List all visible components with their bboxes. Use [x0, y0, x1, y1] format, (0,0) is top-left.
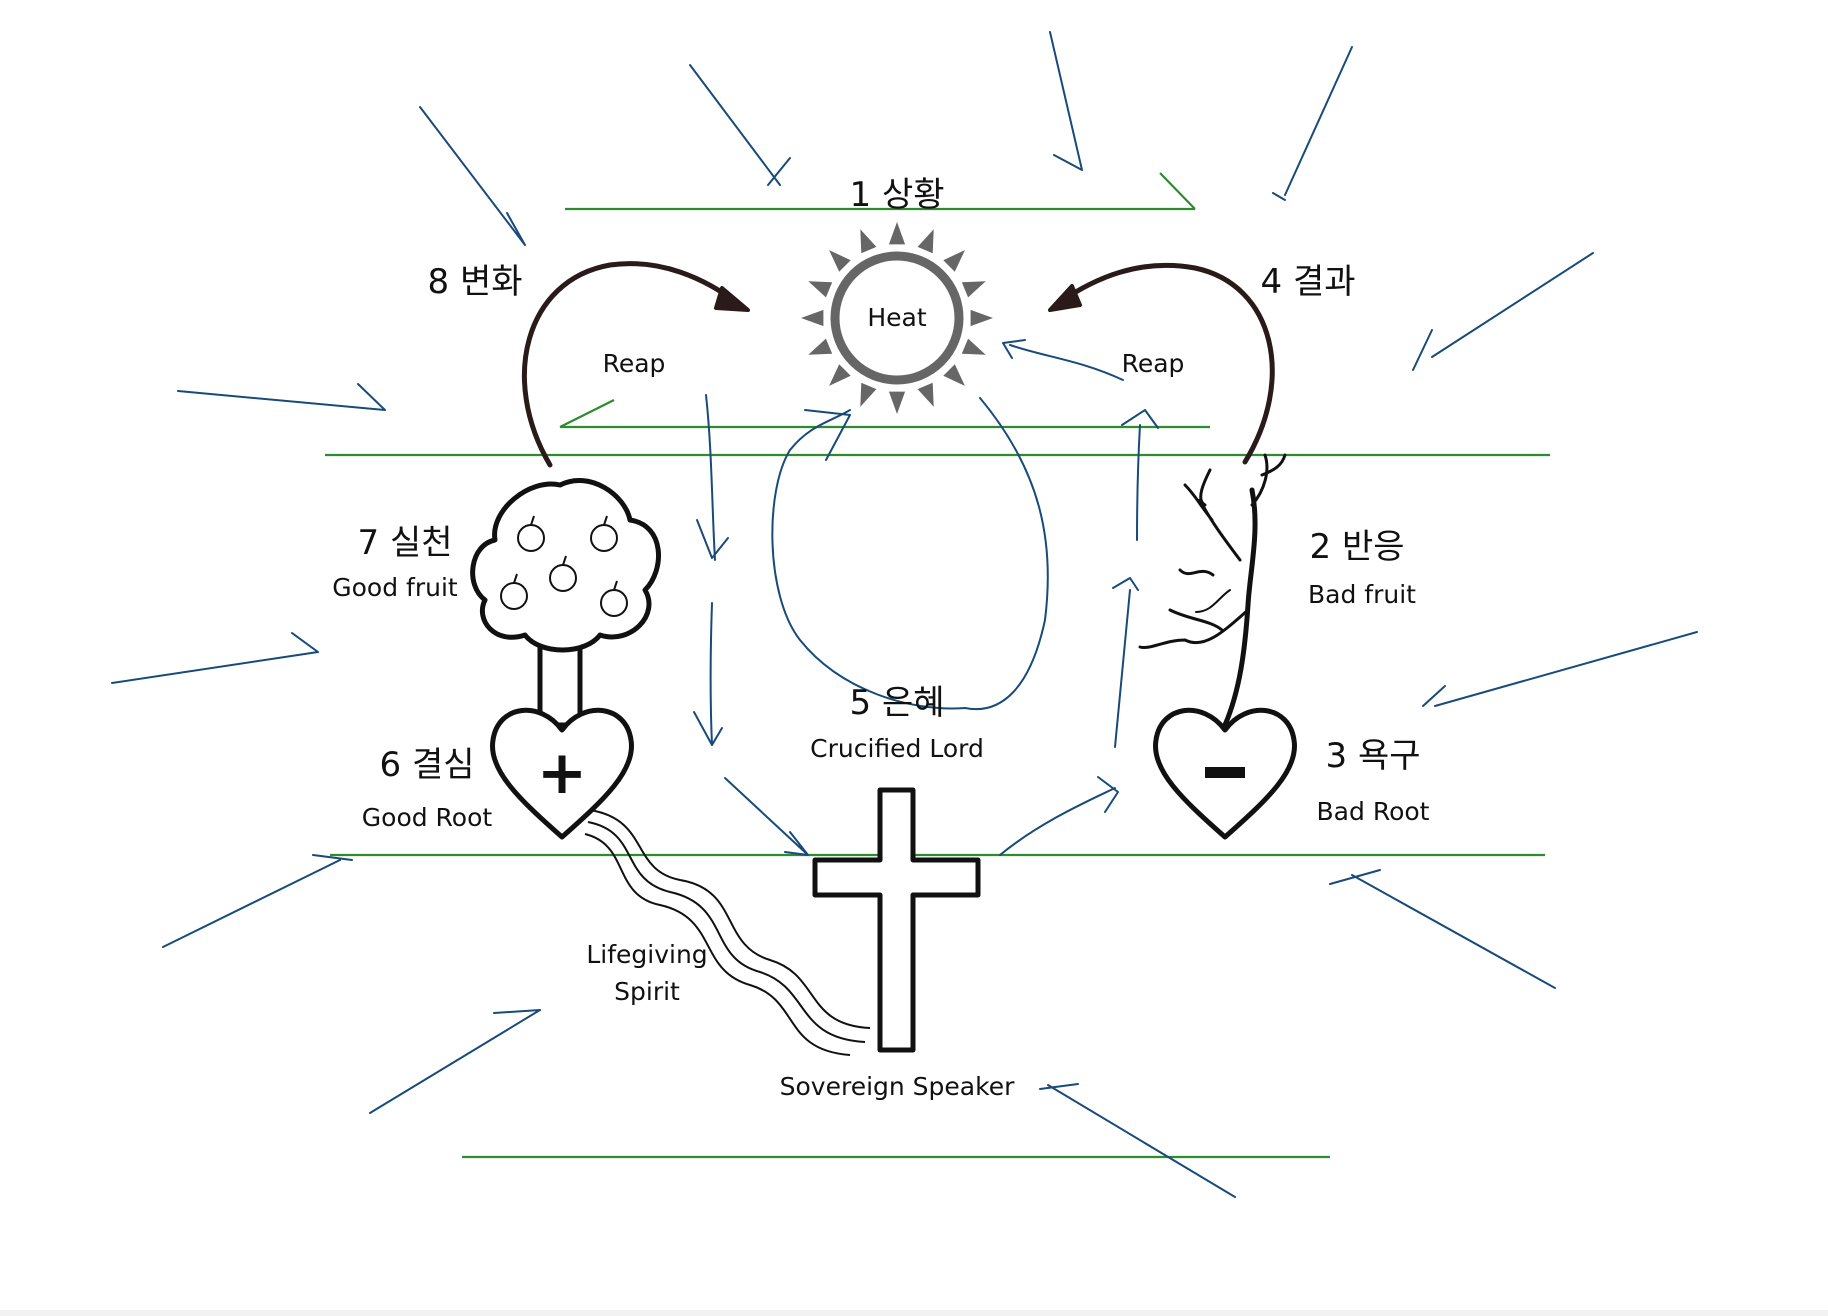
cross-icon [812, 787, 981, 1053]
step-6-label: 6 결심 [380, 745, 475, 785]
step-1-label: 1 상황 [850, 175, 945, 215]
sun-ray [970, 309, 993, 327]
good-fruit-label: Good fruit [332, 573, 458, 602]
sovereign-speaker-label: Sovereign Speaker [780, 1072, 1015, 1101]
sun-ray [961, 338, 986, 355]
blue-annotation-strokes [111, 31, 1698, 1198]
bad-fruit-label: Bad fruit [1308, 580, 1416, 609]
left-reap-loop-arrow [521, 261, 750, 468]
dead-tree-icon [1138, 453, 1287, 728]
heat-label: Heat [867, 303, 926, 332]
step-7-label: 7 실천 [358, 523, 453, 563]
sun-ray [860, 229, 877, 254]
sun-ray [829, 364, 851, 386]
step-2-label: 2 반응 [1310, 527, 1405, 567]
sun-ray [917, 229, 934, 254]
right-reap-loop-arrow [1048, 262, 1275, 465]
step-3-label: 3 욕구 [1326, 736, 1421, 776]
green-guide-lines [325, 172, 1550, 1159]
spirit-wave-lines [584, 809, 871, 1056]
good-root-label: Good Root [362, 803, 493, 832]
sun-ray [808, 281, 833, 298]
sun-ray [943, 364, 965, 386]
right-arrowhead-icon [1048, 284, 1082, 312]
sun-ray [917, 382, 934, 407]
sun-ray [829, 250, 851, 272]
step-5-label: 5 은혜 [850, 683, 945, 723]
sun-ray [808, 338, 833, 355]
spirit-label: Spirit [614, 977, 680, 1006]
lifegiving-label: Lifegiving [586, 940, 707, 969]
sun-ray [888, 391, 906, 414]
sun-ray [888, 222, 906, 245]
bottom-edge-strip [0, 1310, 1828, 1316]
step-4-label: 4 결과 [1261, 262, 1356, 302]
minus-symbol [1205, 767, 1245, 778]
step-8-label: 8 변화 [428, 262, 523, 302]
sun-ray [961, 281, 986, 298]
apple-tree-icon [470, 478, 661, 728]
apple-icons [500, 515, 628, 617]
bad-root-label: Bad Root [1317, 797, 1430, 826]
bad-root-heart-icon [1153, 707, 1297, 840]
sun-ray [801, 309, 824, 327]
right-reap-label: Reap [1122, 349, 1185, 378]
left-arrowhead-icon [714, 286, 750, 312]
sun-ray [860, 382, 877, 407]
good-root-heart-icon: + [490, 707, 634, 840]
crucified-lord-label: Crucified Lord [810, 734, 984, 763]
sun-ray [943, 250, 965, 272]
left-reap-label: Reap [603, 349, 666, 378]
sun-icon [801, 222, 993, 414]
plus-symbol: + [537, 738, 587, 808]
